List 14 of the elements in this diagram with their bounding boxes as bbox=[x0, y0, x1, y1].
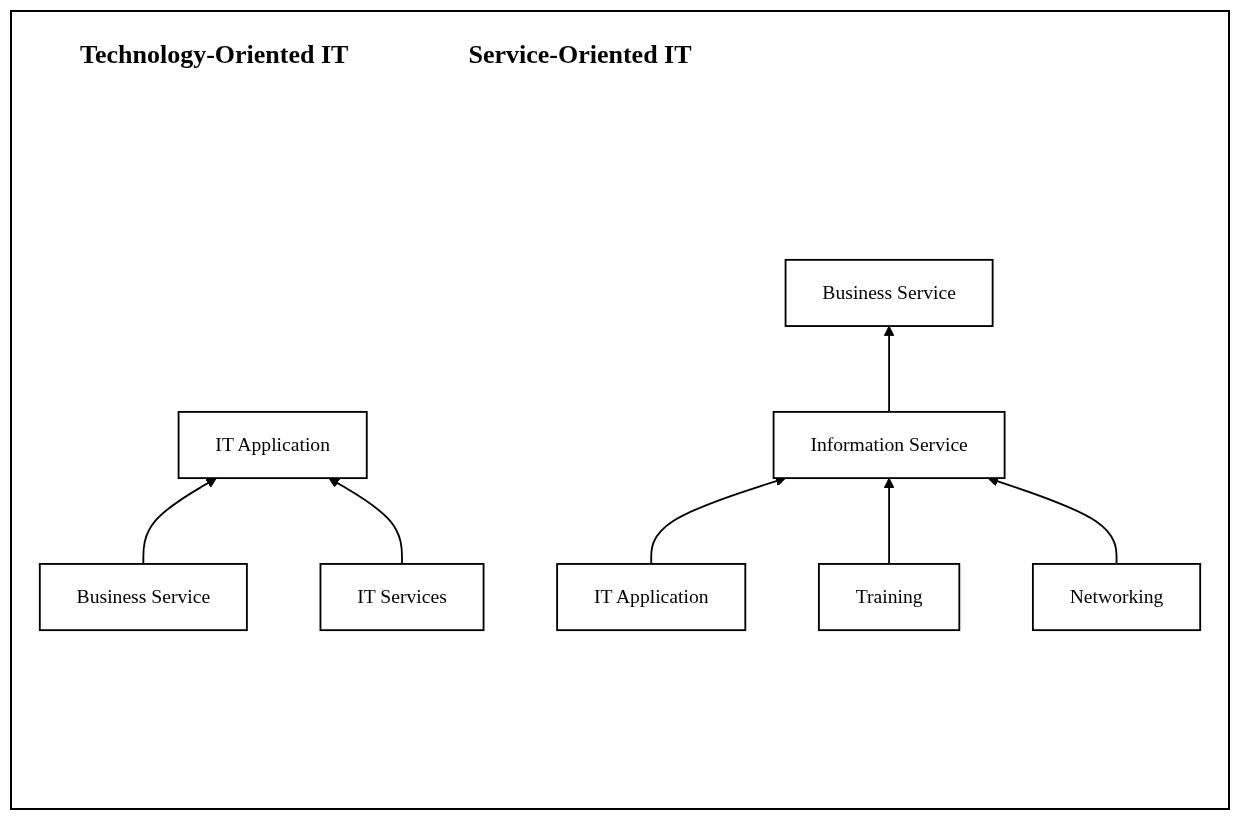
node-box: Training bbox=[817, 563, 961, 632]
arrow bbox=[883, 325, 895, 413]
node-box: IT Application bbox=[177, 410, 368, 480]
node-box: Business Service bbox=[784, 258, 994, 327]
node-box: IT Application bbox=[556, 563, 747, 632]
node-box: Business Service bbox=[38, 563, 248, 632]
node-box: IT Services bbox=[319, 563, 485, 632]
section-heading: Service-Oriented IT bbox=[468, 40, 692, 70]
arrow bbox=[328, 477, 403, 565]
node-box: Networking bbox=[1031, 563, 1202, 632]
node-box: Information Service bbox=[772, 410, 1006, 480]
section-heading: Technology-Oriented IT bbox=[80, 40, 349, 70]
arrow bbox=[142, 477, 217, 565]
arrow bbox=[883, 477, 895, 565]
